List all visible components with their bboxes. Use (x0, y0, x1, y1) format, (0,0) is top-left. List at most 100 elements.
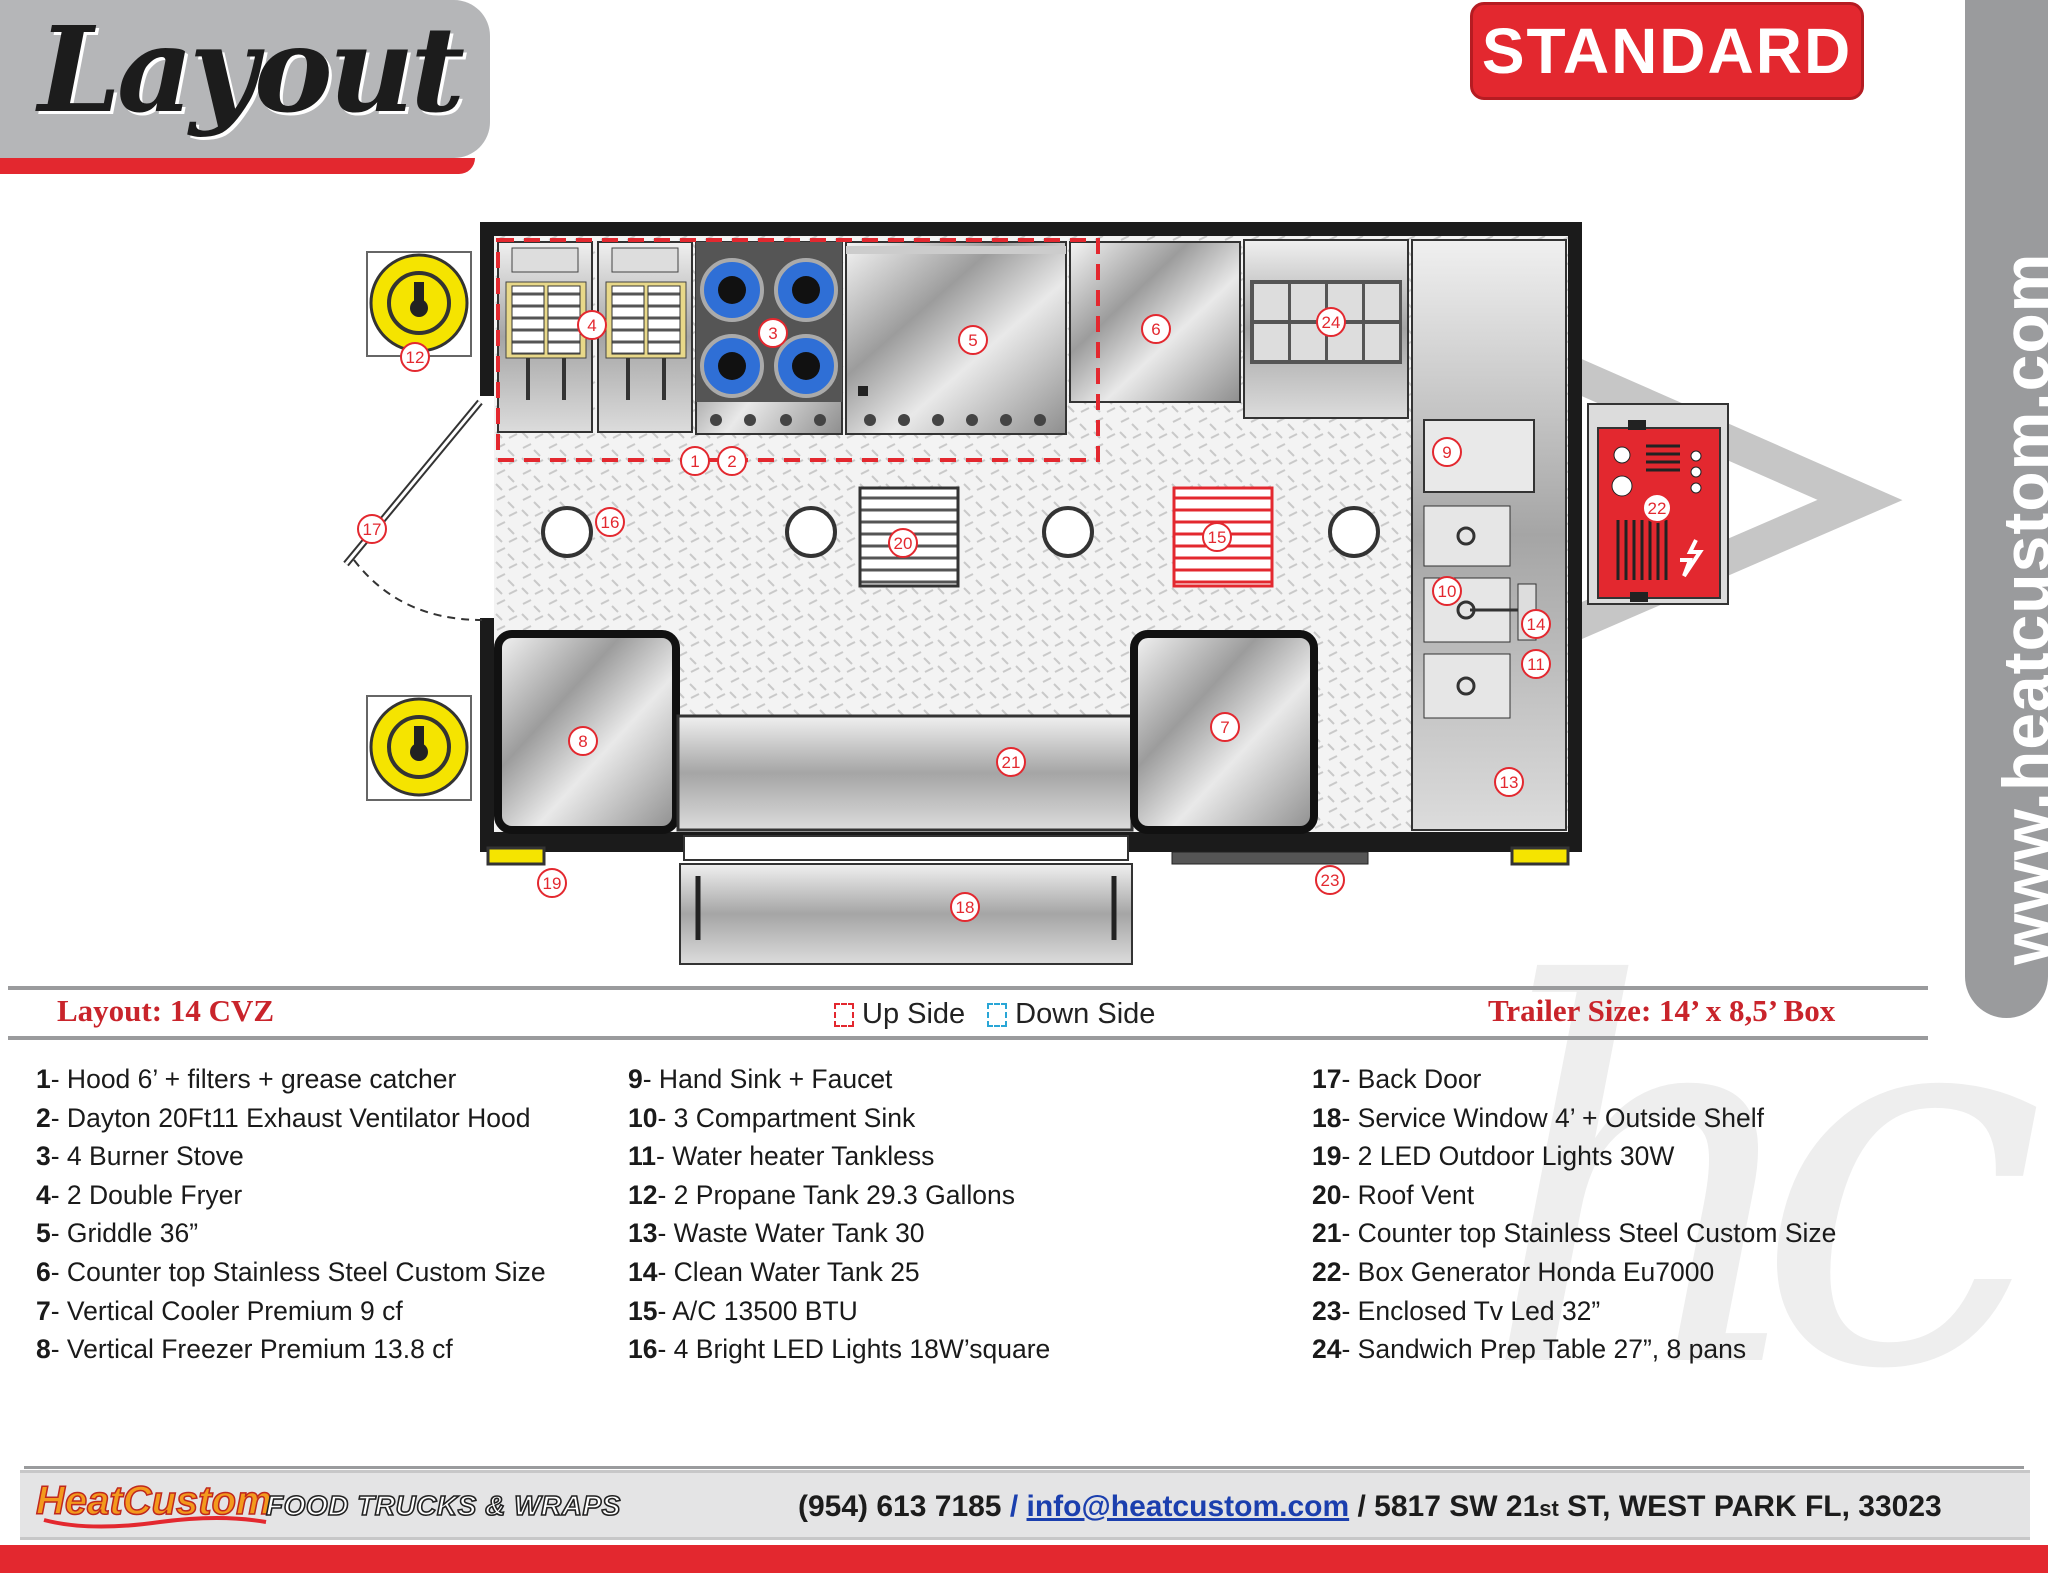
back-door[interactable] (343, 396, 494, 621)
up-side-label: Up Side (862, 998, 966, 1030)
item-number: 6 (36, 1256, 51, 1287)
callout-number: 3 (768, 324, 777, 343)
callout-13: 13 (1494, 767, 1524, 797)
equipment-list-item: 5- Griddle 36” (36, 1218, 546, 1257)
item-description: - Sandwich Prep Table 27”, 8 pans (1341, 1334, 1747, 1365)
item-description: - Vertical Freezer Premium 13.8 cf (50, 1334, 453, 1365)
street-address-suffix: st (1539, 1496, 1559, 1521)
item-number: 13 (628, 1218, 658, 1249)
callout-19: 19 (537, 868, 567, 898)
caption-rule-bottom (8, 1036, 1928, 1040)
caption-rule-top (8, 986, 1928, 990)
email-link[interactable]: info@heatcustom.com (1026, 1490, 1350, 1523)
item-description: - Counter top Stainless Steel Custom Siz… (50, 1256, 546, 1287)
item-description: - Dayton 20Ft11 Exhaust Ventilator Hood (50, 1102, 531, 1133)
brand-logo-text: HeatCustom (36, 1479, 272, 1523)
callout-4: 4 (577, 310, 607, 340)
callout-17: 17 (357, 514, 387, 544)
callout-number: 4 (587, 316, 596, 335)
callout-number: 23 (1321, 871, 1340, 890)
street-address: 5817 SW 21 (1374, 1490, 1540, 1523)
equipment-list-item: 10- 3 Compartment Sink (628, 1103, 1050, 1142)
item-number: 20 (1312, 1179, 1342, 1210)
item-number: 17 (1312, 1064, 1342, 1094)
item-description: - 4 Bright LED Lights 18W’square (657, 1334, 1051, 1365)
callout-1: 1 (680, 446, 710, 476)
street-address-rest: ST, WEST PARK FL, 33023 (1558, 1490, 1942, 1523)
item-number: 24 (1312, 1334, 1342, 1365)
callout-number: 24 (1322, 313, 1341, 332)
callout-15: 15 (1202, 522, 1232, 552)
equipment-list-item: 18- Service Window 4’ + Outside Shelf (1312, 1103, 1836, 1142)
equipment-list-item: 14- Clean Water Tank 25 (628, 1257, 1050, 1296)
tv-enclosure (1171, 851, 1369, 865)
item-description: - 2 Propane Tank 29.3 Gallons (657, 1179, 1015, 1210)
item-description: - 4 Burner Stove (50, 1141, 244, 1172)
equipment-list-item: 4- 2 Double Fryer (36, 1180, 546, 1219)
item-description: - Counter top Stainless Steel Custom Siz… (1341, 1218, 1837, 1249)
item-number: 19 (1312, 1141, 1342, 1172)
equipment-list-item: 15- A/C 13500 BTU (628, 1296, 1050, 1335)
callout-number: 15 (1208, 528, 1227, 547)
phone-number[interactable]: (954) 613 7185 (798, 1490, 1002, 1523)
item-description: - Enclosed Tv Led 32” (1341, 1295, 1601, 1326)
callout-number: 13 (1500, 773, 1519, 792)
callout-number: 14 (1527, 615, 1546, 634)
item-number: 12 (628, 1179, 658, 1210)
contact-separator: / (1001, 1490, 1027, 1523)
item-description: - Roof Vent (1341, 1179, 1475, 1210)
brand-watermark: hc (1480, 877, 2046, 1483)
equipment-list-item: 8- Vertical Freezer Premium 13.8 cf (36, 1334, 546, 1373)
heatcustom-logo[interactable]: HeatCustom (30, 1470, 280, 1534)
propane-tank-bottom (366, 695, 472, 801)
package-badge: STANDARD (1470, 2, 1864, 100)
item-number: 3 (36, 1141, 51, 1172)
callout-16: 16 (595, 507, 625, 537)
hood-outline (496, 238, 1100, 462)
double-fryer (497, 241, 693, 433)
side-url-band (1965, 0, 2048, 1018)
equipment-list-item: 6- Counter top Stainless Steel Custom Si… (36, 1257, 546, 1296)
down-side-swatch (987, 1002, 1008, 1027)
footer-red-stripe (0, 1545, 2048, 1573)
callout-18: 18 (950, 892, 980, 922)
callout-number: 18 (956, 898, 975, 917)
item-number: 1 (36, 1064, 51, 1094)
item-number: 8 (36, 1334, 51, 1365)
service-counter (676, 714, 1134, 832)
griddle (845, 241, 1067, 435)
item-description: - Box Generator Honda Eu7000 (1341, 1256, 1715, 1287)
equipment-list-item: 24- Sandwich Prep Table 27”, 8 pans (1312, 1334, 1836, 1373)
page-title: Layout (38, 0, 465, 139)
callout-number: 2 (727, 452, 736, 471)
propane-tank-top (366, 251, 472, 357)
callout-8: 8 (568, 726, 598, 756)
contact-info: (954) 613 7185 / info@heatcustom.com / 5… (798, 1490, 1942, 1524)
callout-9: 9 (1432, 437, 1462, 467)
outdoor-light-left (486, 846, 546, 866)
layout-code: Layout: 14 CVZ (57, 993, 275, 1028)
item-number: 2 (36, 1102, 51, 1133)
callout-number: 7 (1220, 718, 1229, 737)
callout-14: 14 (1521, 609, 1551, 639)
equipment-list-item: 22- Box Generator Honda Eu7000 (1312, 1257, 1836, 1296)
item-description: - Water heater Tankless (656, 1141, 935, 1172)
callout-7: 7 (1210, 712, 1240, 742)
callout-6: 6 (1141, 314, 1171, 344)
equipment-list-item: 11- Water heater Tankless (628, 1141, 1050, 1180)
callout-number: 19 (543, 874, 562, 893)
generator-box (1587, 403, 1729, 605)
callout-24: 24 (1316, 307, 1346, 337)
equipment-list-item: 12- 2 Propane Tank 29.3 Gallons (628, 1180, 1050, 1219)
header-accent-stripe (0, 158, 475, 174)
item-number: 21 (1312, 1218, 1342, 1249)
contact-separator: / (1349, 1490, 1375, 1523)
equipment-list-item: 23- Enclosed Tv Led 32” (1312, 1296, 1836, 1335)
item-number: 23 (1312, 1295, 1342, 1326)
item-number: 22 (1312, 1256, 1342, 1287)
callout-number: 22 (1648, 499, 1667, 518)
